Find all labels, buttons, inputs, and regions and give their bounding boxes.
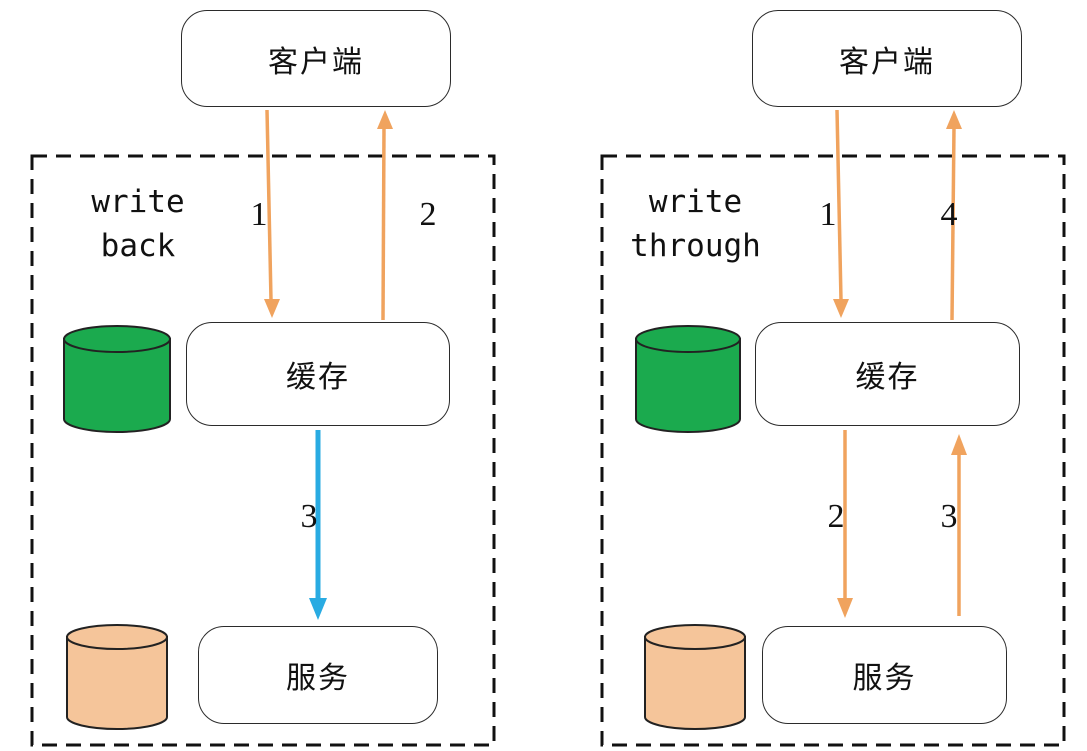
arrow-left-step1-client-to-cache (264, 109, 280, 318)
arrow-left-step2-cache-to-client (377, 110, 393, 321)
cylinder-top (644, 624, 746, 650)
step-label-right-1: 1 (819, 196, 837, 233)
strategy-line1: write (91, 184, 185, 220)
arrow-head-down (264, 299, 280, 318)
arrow-right-step2-cache-to-service (837, 430, 853, 618)
arrow-left-step3-cache-to-service (309, 430, 327, 620)
service-database-icon-left (66, 624, 168, 730)
cache-node-left: 缓存 (186, 322, 450, 426)
cylinder-body (635, 338, 741, 433)
cache-database-icon-left (63, 325, 171, 433)
cache-node-right: 缓存 (755, 322, 1020, 426)
service-node-left: 服务 (198, 626, 438, 724)
arrow-line (265, 109, 273, 301)
service-node-right: 服务 (762, 626, 1007, 724)
service-database-icon-right (644, 624, 746, 730)
step-label-right-4: 4 (940, 196, 958, 233)
arrow-head-down (309, 598, 327, 620)
strategy-label-write-through: write through (598, 180, 793, 268)
arrow-right-step4-cache-to-client (946, 110, 962, 321)
arrow-head-up (951, 434, 967, 455)
strategy-line2: through (630, 228, 761, 265)
cylinder-top (63, 325, 171, 353)
step-label-right-2: 2 (827, 498, 845, 535)
cylinder-top (66, 624, 168, 650)
cylinder-body (63, 338, 171, 433)
step-label-right-3: 3 (940, 498, 958, 535)
cylinder-body (66, 636, 168, 730)
arrow-line (950, 126, 956, 321)
cache-database-icon-right (635, 325, 741, 433)
arrow-head-up (946, 110, 962, 129)
arrow-right-step3-service-to-cache (951, 434, 967, 616)
arrow-head-down (833, 299, 849, 318)
arrow-head-up (377, 110, 393, 129)
step-label-left-2: 2 (419, 196, 437, 233)
arrow-right-step1-client-to-cache (833, 109, 849, 318)
arrow-line (835, 109, 843, 301)
arrow-head-down (837, 598, 853, 618)
cylinder-top (635, 325, 741, 353)
strategy-line1: write (648, 184, 743, 220)
step-label-left-3: 3 (300, 498, 318, 535)
write-back-region-border (30, 154, 496, 747)
write-through-region-border (600, 154, 1066, 747)
client-node-left: 客户端 (181, 10, 451, 107)
arrow-line (381, 126, 386, 321)
step-label-left-1: 1 (250, 196, 268, 233)
client-node-right: 客户端 (752, 10, 1022, 107)
strategy-line2: back (100, 228, 176, 265)
strategy-label-write-back: write back (48, 180, 228, 268)
cylinder-body (644, 636, 746, 730)
